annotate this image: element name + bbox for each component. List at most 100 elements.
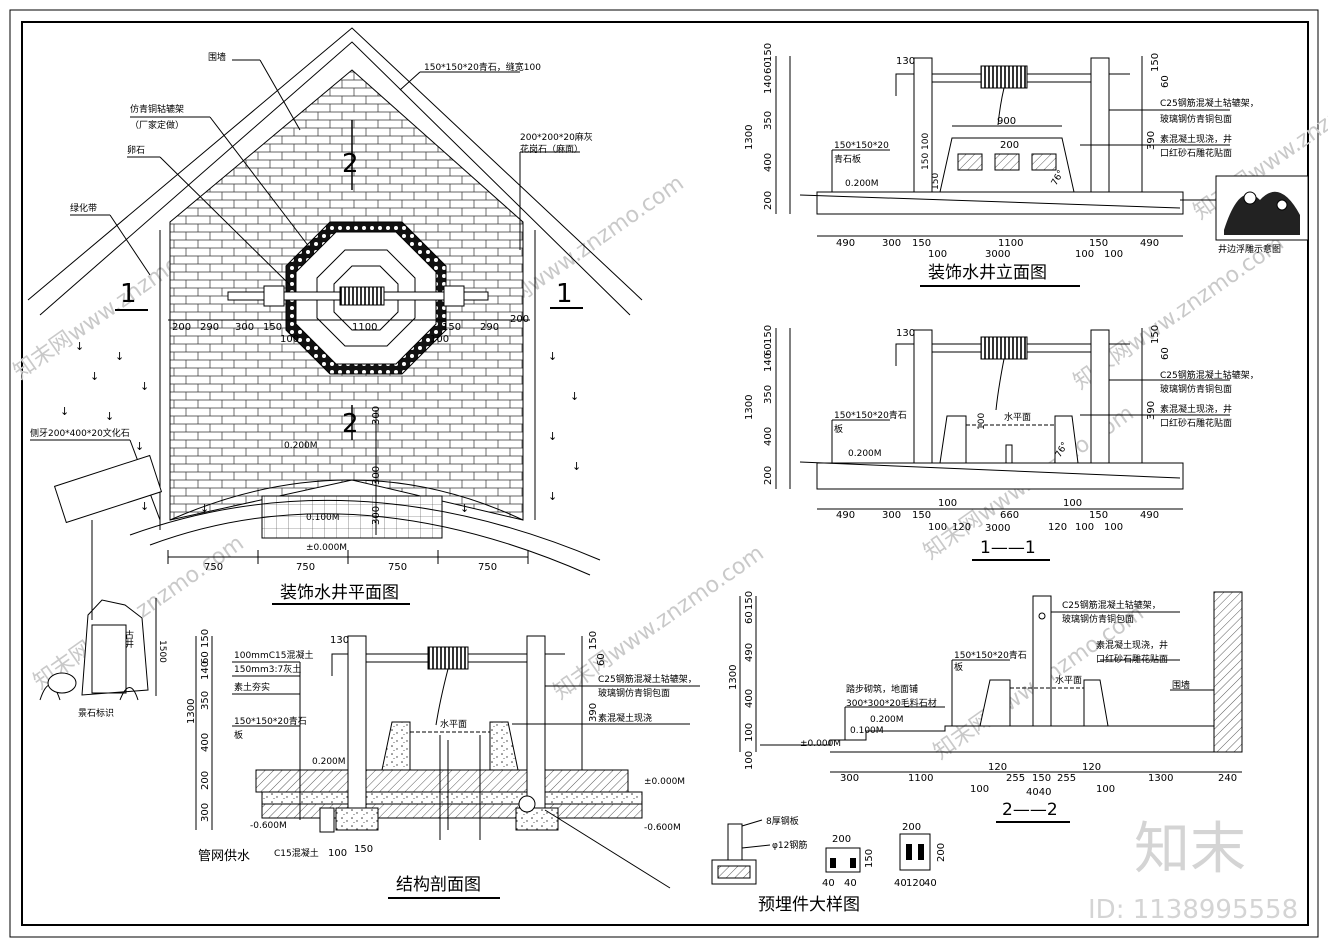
elev-dim-right: 60 bbox=[1160, 75, 1171, 88]
dim-label: 150 bbox=[1089, 238, 1108, 249]
svg-text:↓: ↓ bbox=[105, 410, 114, 423]
s1-label-concrete-1: 素混凝土现浇，井 bbox=[1160, 403, 1232, 415]
plan-dims-top: 200 290 300 150 100 1100 100 150 290 200 bbox=[172, 314, 529, 345]
dim-label: 150 bbox=[912, 510, 931, 521]
dim-label: 100 bbox=[280, 334, 299, 345]
emb-dim: 40 bbox=[844, 878, 857, 889]
path-curve-outer bbox=[130, 500, 600, 560]
dim-label: 200 bbox=[172, 322, 191, 333]
str-dim-left: 60 bbox=[200, 651, 211, 664]
inner-frame bbox=[22, 22, 1308, 925]
svg-text:↓: ↓ bbox=[548, 430, 557, 443]
s1-dim-left: 200 bbox=[763, 466, 774, 485]
s1-dim-left: 140 bbox=[763, 353, 774, 372]
relief-label: 井边浮雕示意图 bbox=[1218, 243, 1281, 255]
emb-plate-label: 8厚钢板 bbox=[766, 815, 799, 827]
title-section-2-2: 2——2 bbox=[1002, 800, 1058, 820]
str-soil bbox=[262, 804, 642, 818]
str-level-600a: -0.600M bbox=[250, 821, 287, 831]
elev-label-concrete-1: 素混凝土现浇，井 bbox=[1160, 133, 1232, 145]
title-plan: 装饰水井平面图 bbox=[280, 583, 399, 603]
s2-label-step-1: 踏步砌筑，地面铺 bbox=[846, 683, 918, 695]
svg-text:↓: ↓ bbox=[115, 350, 124, 363]
elev-dims-bottom: 490 300 150 1100 150 490 100 3000 100 10… bbox=[836, 238, 1159, 260]
dim-label: 255 bbox=[1057, 773, 1076, 784]
s2-post bbox=[1033, 596, 1051, 726]
s2-water-label: 水平面 bbox=[1055, 674, 1082, 686]
dim-label: 120 bbox=[1048, 522, 1067, 533]
str-label-stone-2: 板 bbox=[234, 729, 243, 741]
dim-label: 150 bbox=[263, 322, 282, 333]
emb-post bbox=[728, 824, 742, 860]
dim-label: 490 bbox=[836, 510, 855, 521]
dim-label: 120 bbox=[1082, 762, 1101, 773]
s1-wall-right bbox=[1055, 416, 1078, 463]
emb-dim: 120 bbox=[906, 878, 925, 889]
s1-dim-left: 130 bbox=[896, 328, 915, 339]
dim-label: 150 bbox=[912, 238, 931, 249]
s1-label-bracket-2: 玻璃钢仿青铜包面 bbox=[1160, 383, 1232, 395]
s2-level-200: 0.200M bbox=[870, 715, 904, 725]
section-1-1-view: 水平面 100 76° 0.200M 1300 150 60 140 350 4… bbox=[744, 325, 1259, 560]
s2-wall-right bbox=[1084, 680, 1108, 726]
svg-text:↓: ↓ bbox=[75, 340, 84, 353]
s2-wall bbox=[1214, 592, 1242, 752]
dim-vertical: 300 bbox=[371, 466, 382, 485]
dim-label: 290 bbox=[480, 322, 499, 333]
section-mark-1-left: 1 bbox=[120, 279, 137, 309]
str-dim-left: 140 bbox=[200, 661, 211, 680]
s1-label-concrete-2: 口红砂石雕花贴面 bbox=[1160, 417, 1232, 429]
s2-wall-left bbox=[980, 680, 1010, 726]
dim-label: 290 bbox=[200, 322, 219, 333]
dim-label: 300 bbox=[840, 773, 859, 784]
s1-post-left bbox=[914, 330, 932, 463]
label-bracket-note: （厂家定做） bbox=[130, 119, 184, 131]
str-label-concrete: 素混凝土现浇 bbox=[598, 712, 652, 724]
elev-dim-left: 130 bbox=[896, 56, 915, 67]
elev-label-bracket-1: C25钢筋混凝土轱辘架， bbox=[1160, 97, 1259, 109]
s1-dim-left: 150 bbox=[763, 325, 774, 344]
elev-label-concrete-2: 口红砂石雕花贴面 bbox=[1160, 147, 1232, 159]
s1-label-stone-1: 150*150*20青石 bbox=[834, 409, 907, 421]
s2-dim-left: 150 bbox=[744, 591, 755, 610]
dim-vertical: 300 bbox=[371, 506, 382, 525]
dim-label: 490 bbox=[1140, 238, 1159, 249]
label-culture-stone: 侧牙200*400*20文化石 bbox=[30, 427, 130, 439]
s1-water-label: 水平面 bbox=[1004, 411, 1031, 423]
elev-post-left bbox=[914, 58, 932, 192]
bracket-post-right bbox=[444, 286, 464, 306]
dim-label: 100 bbox=[1104, 249, 1123, 260]
s1-post-right bbox=[1091, 330, 1109, 463]
s2-label-concrete-2: 口红砂石雕花贴面 bbox=[1096, 653, 1168, 665]
label-granite-1: 200*200*20麻灰 bbox=[520, 131, 593, 143]
s2-label-step-2: 300*300*20毛料石材 bbox=[846, 697, 937, 709]
rock-shape bbox=[82, 600, 148, 695]
s2-label-bracket-2: 玻璃钢仿青铜包面 bbox=[1062, 613, 1134, 625]
s2-dim-left: 100 bbox=[744, 751, 755, 770]
elev-inner-dim: 200 bbox=[1000, 140, 1019, 151]
elev-dim-right: 150 bbox=[1150, 53, 1161, 72]
emb-rebar-label: φ12钢筋 bbox=[772, 839, 807, 851]
dim-label: 490 bbox=[1140, 510, 1159, 521]
label-green-belt: 绿化带 bbox=[70, 202, 97, 214]
brand-id: ID: 1138995558 bbox=[1088, 895, 1298, 925]
str-gravel bbox=[262, 792, 642, 804]
s2-label-stone-2: 板 bbox=[954, 661, 963, 673]
dim-label: 100 bbox=[1096, 784, 1115, 795]
dim-label: 750 bbox=[296, 562, 315, 573]
s1-dim-right: 390 bbox=[1146, 401, 1157, 420]
dim-label: 300 bbox=[882, 510, 901, 521]
s1-label-stone-2: 板 bbox=[834, 423, 843, 435]
dim-label: 100 bbox=[1104, 522, 1123, 533]
elev-dim-left: 200 bbox=[763, 191, 774, 210]
str-water-label: 水平面 bbox=[440, 718, 467, 730]
outer-frame bbox=[10, 10, 1318, 937]
dim-label: 300 bbox=[235, 322, 254, 333]
str-dim-bottom: 150 bbox=[354, 844, 373, 855]
dim-label: 120 bbox=[952, 522, 971, 533]
s2-label-wall: 围墙 bbox=[1172, 679, 1190, 691]
label-stone-top: 150*150*20青石，缝宽100 bbox=[424, 61, 541, 73]
svg-text:↓: ↓ bbox=[140, 500, 149, 513]
elevation-view: 900 200 76° 150 100 150 0.200M 1300 60 1… bbox=[744, 43, 1308, 286]
